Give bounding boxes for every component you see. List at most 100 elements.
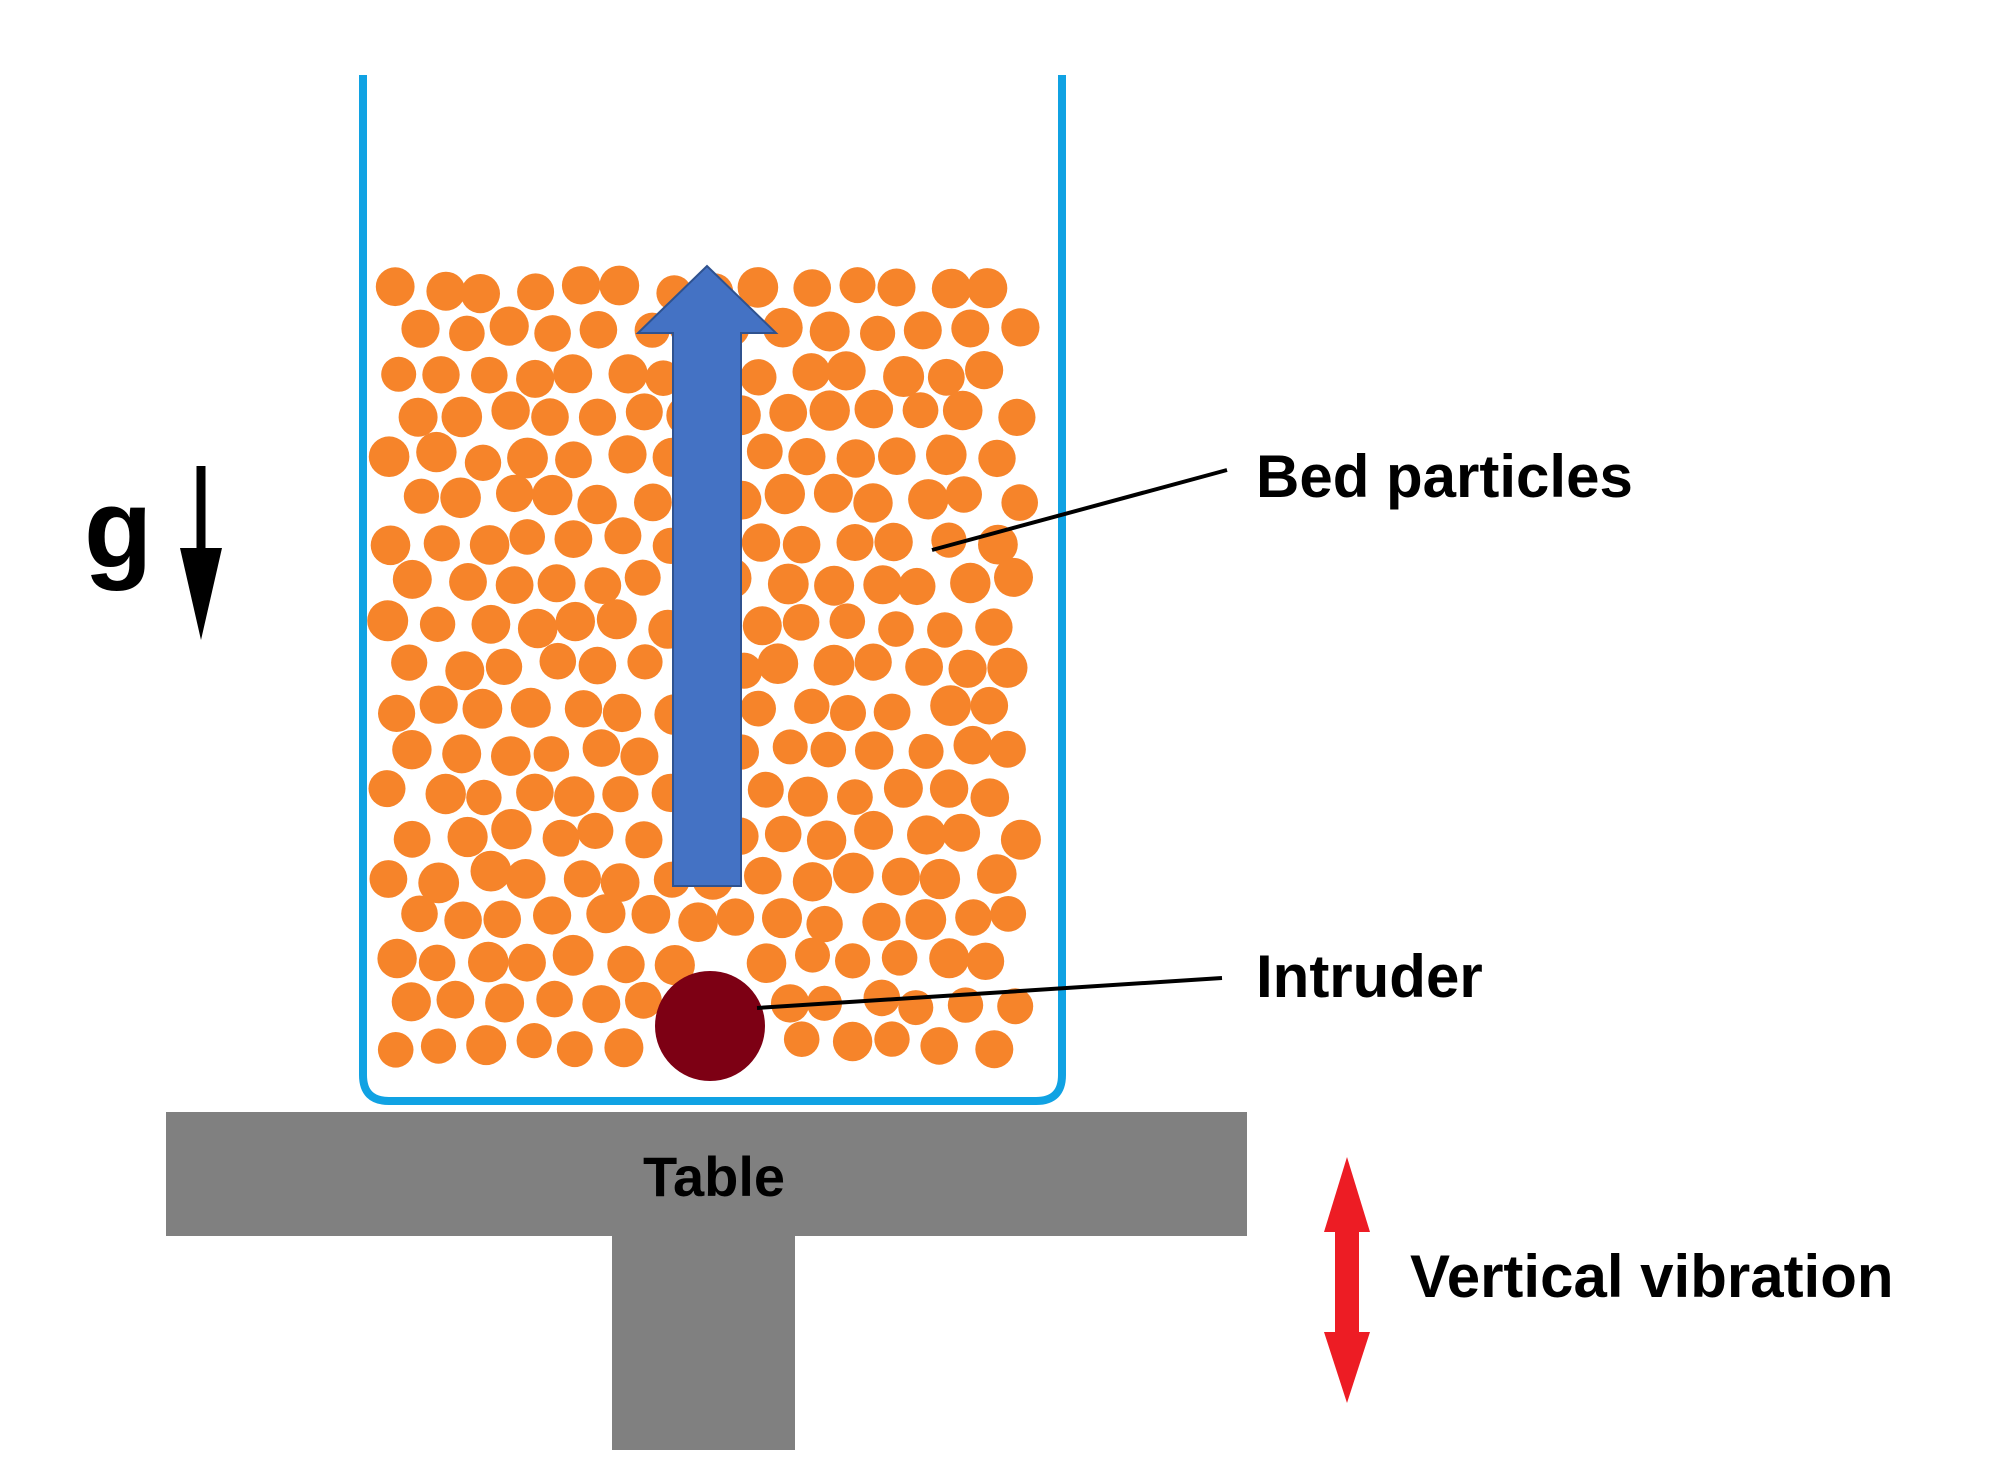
bed-particle [746, 433, 783, 470]
bed-particle [988, 730, 1026, 768]
bed-particle [764, 815, 802, 853]
bed-particle [392, 730, 432, 770]
bed-particle [445, 651, 485, 691]
bed-particle [391, 644, 428, 681]
bed-particle [860, 315, 896, 351]
bed-particle [471, 356, 508, 394]
bed-particle [975, 1030, 1014, 1069]
bed-particle [907, 815, 947, 855]
bed-particle [830, 695, 866, 731]
bed-particle [460, 274, 500, 314]
bed-particle [508, 943, 546, 982]
bed-particle [744, 856, 782, 895]
bed-particle [447, 816, 488, 858]
bed-particle [873, 693, 911, 731]
bed-particle [418, 862, 460, 904]
bed-particle [1001, 484, 1038, 521]
bed-particle [426, 271, 466, 311]
bed-particle [425, 773, 466, 815]
bed-particle [740, 690, 776, 727]
bed-particle [997, 988, 1034, 1025]
bed-particle [926, 434, 967, 476]
bed-particle [483, 900, 521, 939]
bed-particle [770, 984, 810, 1023]
bed-particle [510, 687, 551, 728]
bed-particle [951, 309, 990, 348]
bed-particle [747, 771, 784, 808]
bed-particle [836, 439, 875, 478]
bed-particle [990, 896, 1027, 932]
bed-particle [764, 473, 805, 515]
bed-particle [533, 736, 570, 772]
bed-particle [950, 562, 991, 604]
vertical-vibration-label: Vertical vibration [1410, 1243, 1894, 1310]
bed-particle [442, 734, 482, 774]
bed-particle [578, 398, 617, 436]
bed-particle [563, 860, 602, 898]
bed-particle [810, 731, 847, 768]
table-label: Table [643, 1145, 785, 1208]
bed-particle [532, 474, 573, 516]
bed-particle [495, 566, 534, 604]
intruder-label: Intruder [1256, 943, 1483, 1010]
bed-particle [814, 565, 855, 606]
bed-particle [533, 896, 572, 935]
bed-particle [883, 768, 923, 808]
bed-particle [975, 608, 1013, 646]
bed-particle [965, 351, 1004, 390]
bed-particle [898, 567, 936, 606]
bed-particle [948, 649, 987, 688]
bed-particle [942, 813, 981, 852]
bed-particle [491, 391, 530, 430]
bed-particle [423, 525, 460, 562]
bed-particle [769, 393, 808, 432]
bed-particle [579, 311, 618, 349]
bed-particle [878, 611, 914, 647]
bed-particle [716, 898, 755, 936]
bed-particle [881, 940, 918, 976]
bed-particle [783, 1021, 820, 1057]
bed-particle [927, 358, 965, 396]
container [359, 75, 1066, 1105]
bed-particle [881, 857, 920, 896]
bed-particle [782, 525, 821, 564]
bed-particle [829, 603, 866, 639]
bed-particle [839, 267, 876, 304]
bed-particle [634, 483, 672, 522]
bed-particle [908, 733, 944, 769]
bed-particle [420, 1028, 457, 1064]
intruder [655, 971, 765, 1081]
bed-particle [792, 353, 831, 391]
bed-particle [874, 1021, 910, 1057]
bed-particle [485, 648, 523, 685]
bed-particle [967, 268, 1008, 309]
bed-particle [516, 1023, 552, 1059]
bed-particle [491, 736, 531, 776]
bed-particle [582, 729, 621, 767]
bed-particle [485, 983, 525, 1023]
bed-particle [832, 852, 874, 894]
bed-particle [874, 522, 913, 562]
bed-particle [577, 484, 617, 525]
bed-particle [507, 437, 548, 479]
bed-particle [422, 356, 460, 394]
bed-particle [837, 779, 873, 815]
bed-particle [464, 444, 502, 481]
bed-particle [813, 644, 855, 686]
bed-particles [367, 265, 1041, 1069]
bed-particle [631, 894, 671, 934]
bed-particle [746, 943, 787, 983]
bed-particle [854, 810, 894, 850]
bed-particle [496, 474, 534, 513]
bed-particle [378, 694, 416, 733]
bed-particle [994, 557, 1033, 597]
bed-particle [836, 524, 874, 561]
bed-particle [554, 520, 593, 558]
bed-particle [998, 398, 1036, 436]
bed-particle [787, 776, 828, 817]
bed-particle [516, 773, 554, 812]
arrow-down-icon [180, 466, 222, 640]
bed-particle [826, 351, 866, 391]
bed-particle [620, 737, 659, 776]
